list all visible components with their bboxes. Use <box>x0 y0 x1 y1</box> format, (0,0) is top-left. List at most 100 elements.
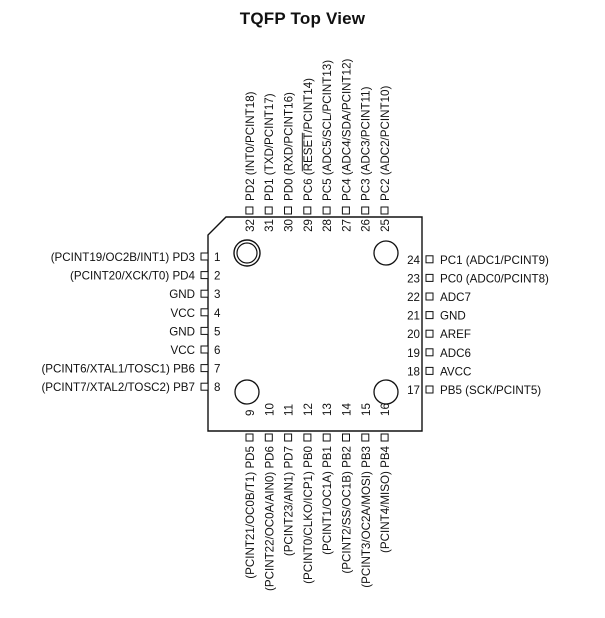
corner-mark-bottom-left <box>234 379 260 405</box>
pin-label-5: GND <box>169 325 195 338</box>
pin-label-25: PC2 (ADC2/PCINT10) <box>379 86 392 201</box>
pin-pad-4 <box>200 308 209 317</box>
pin-number-16: 16 <box>379 403 392 416</box>
pin-label-31: PD1 (TXD/PCINT17) <box>263 93 276 201</box>
pin-label-1: (PCINT19/OC2B/INT1) PD3 <box>51 251 195 264</box>
pin-number-15: 15 <box>360 403 373 416</box>
pin-number-5: 5 <box>214 325 220 338</box>
pin-pad-21 <box>425 311 434 320</box>
pin-number-3: 3 <box>214 288 220 301</box>
pin-number-13: 13 <box>321 403 334 416</box>
pin-label-32: PD2 (INT0/PCINT18) <box>244 91 257 201</box>
pin-number-20: 20 <box>407 328 420 341</box>
pin-pad-25 <box>380 206 389 215</box>
pin-pad-19 <box>425 348 434 357</box>
pin-number-24: 24 <box>407 254 420 267</box>
pin-pad-7 <box>200 364 209 373</box>
pin-label-12: (PCINT0/CLKO/ICP1) PB0 <box>302 446 315 584</box>
pin-label-19: ADC6 <box>440 347 471 360</box>
pin-number-29: 29 <box>302 219 315 232</box>
pin-number-14: 14 <box>341 403 354 416</box>
pin-number-25: 25 <box>379 219 392 232</box>
pin-label-10: (PCINT22/OC0A/AIN0) PD6 <box>263 446 276 591</box>
pin-number-10: 10 <box>263 403 276 416</box>
corner-mark-bottom-right <box>373 379 399 405</box>
pin-pad-8 <box>200 382 209 391</box>
pin-number-26: 26 <box>360 219 373 232</box>
pin-label-30: PD0 (RXD/PCINT16) <box>283 92 296 201</box>
pin-pad-11 <box>284 433 293 442</box>
pin-number-12: 12 <box>302 403 315 416</box>
pin-number-30: 30 <box>283 219 296 232</box>
pin-pad-30 <box>284 206 292 215</box>
pin-number-31: 31 <box>263 219 276 232</box>
pin-label-17: PB5 (SCK/PCINT5) <box>440 384 541 397</box>
pin-label-11: (PCINT23/AIN1) PD7 <box>283 446 296 556</box>
pin-pad-22 <box>425 292 434 301</box>
chip-body <box>207 216 423 432</box>
pin-label-4: VCC <box>171 307 195 320</box>
pin-pad-24 <box>425 255 434 264</box>
diagram-title: TQFP Top View <box>239 9 366 28</box>
pin-number-17: 17 <box>407 384 420 397</box>
pin-number-11: 11 <box>283 404 296 416</box>
pin-pad-31 <box>264 206 273 215</box>
pin-number-2: 2 <box>214 270 220 283</box>
pin-pad-20 <box>425 329 434 338</box>
pin-label-27: PC4 (ADC4/SDA/PCINT12) <box>340 58 353 201</box>
pin-number-4: 4 <box>214 307 221 320</box>
pin-number-27: 27 <box>340 219 353 232</box>
pin-label-15: (PCINT3/OC2A/MOSI) PB3 <box>360 446 373 588</box>
pin-pad-18 <box>425 366 434 375</box>
pin-pad-16 <box>380 433 389 442</box>
pin-number-8: 8 <box>214 381 220 394</box>
pin-label-3: GND <box>169 288 195 301</box>
pin-pad-12 <box>303 433 312 442</box>
pin-number-23: 23 <box>407 272 420 285</box>
pin-number-18: 18 <box>407 365 420 378</box>
pin-label-24: PC1 (ADC1/PCINT9) <box>440 254 549 267</box>
pin-pad-10 <box>264 433 273 442</box>
pin-pad-28 <box>322 206 331 215</box>
pin-pad-15 <box>361 433 370 442</box>
pin-label-29: PC6 (RESET/PCINT14) <box>302 78 315 201</box>
pin-pad-13 <box>322 433 331 442</box>
pin-pad-23 <box>425 273 434 282</box>
pin-number-21: 21 <box>407 310 420 323</box>
pin-number-1: 1 <box>214 251 220 264</box>
pin-pad-3 <box>200 289 209 298</box>
pin-pad-32 <box>245 206 254 215</box>
pin1-indicator-outer <box>233 239 261 267</box>
pin-label-2: (PCINT20/XCK/T0) PD4 <box>70 270 196 283</box>
pin-pad-26 <box>361 206 370 215</box>
pin-pad-14 <box>342 433 350 442</box>
pin-label-14: (PCINT2/SS/OC1B) PB2 <box>341 446 354 574</box>
pin-number-22: 22 <box>407 291 420 304</box>
pin1-indicator-inner <box>236 242 258 264</box>
pin-pad-9 <box>245 433 254 442</box>
pin-number-7: 7 <box>214 363 220 376</box>
pin-pad-29 <box>303 206 312 215</box>
pin-label-23: PC0 (ADC0/PCINT8) <box>440 272 549 285</box>
pin-pad-27 <box>341 206 350 215</box>
pin-pad-17 <box>425 385 434 394</box>
pin-label-20: AREF <box>440 328 471 341</box>
pin-label-8: (PCINT7/XTAL2/TOSC2) PB7 <box>41 381 195 394</box>
pin-pad-6 <box>200 345 209 354</box>
pin-pad-5 <box>200 326 209 335</box>
pin-label-28: PC5 (ADC5/SCL/PCINT13) <box>321 60 334 201</box>
pin-label-6: VCC <box>171 344 195 357</box>
pin-label-13: (PCINT1/OC1A) PB1 <box>321 446 334 555</box>
pin-number-19: 19 <box>407 347 420 360</box>
pin-pad-2 <box>200 271 209 280</box>
pin-label-16: (PCINT4/MISO) PB4 <box>379 445 392 552</box>
pin-label-18: AVCC <box>440 365 471 378</box>
corner-mark-top-right <box>373 240 399 266</box>
pins-layer: (PCINT19/OC2B/INT1) PD3 1 (PCINT20/XCK/T0)… <box>41 58 549 590</box>
pin-number-28: 28 <box>321 219 334 232</box>
pin-label-26: PC3 (ADC3/PCINT11) <box>360 86 373 201</box>
pin-number-32: 32 <box>244 219 257 232</box>
pin-label-22: ADC7 <box>440 291 471 304</box>
pin-number-9: 9 <box>244 410 257 416</box>
